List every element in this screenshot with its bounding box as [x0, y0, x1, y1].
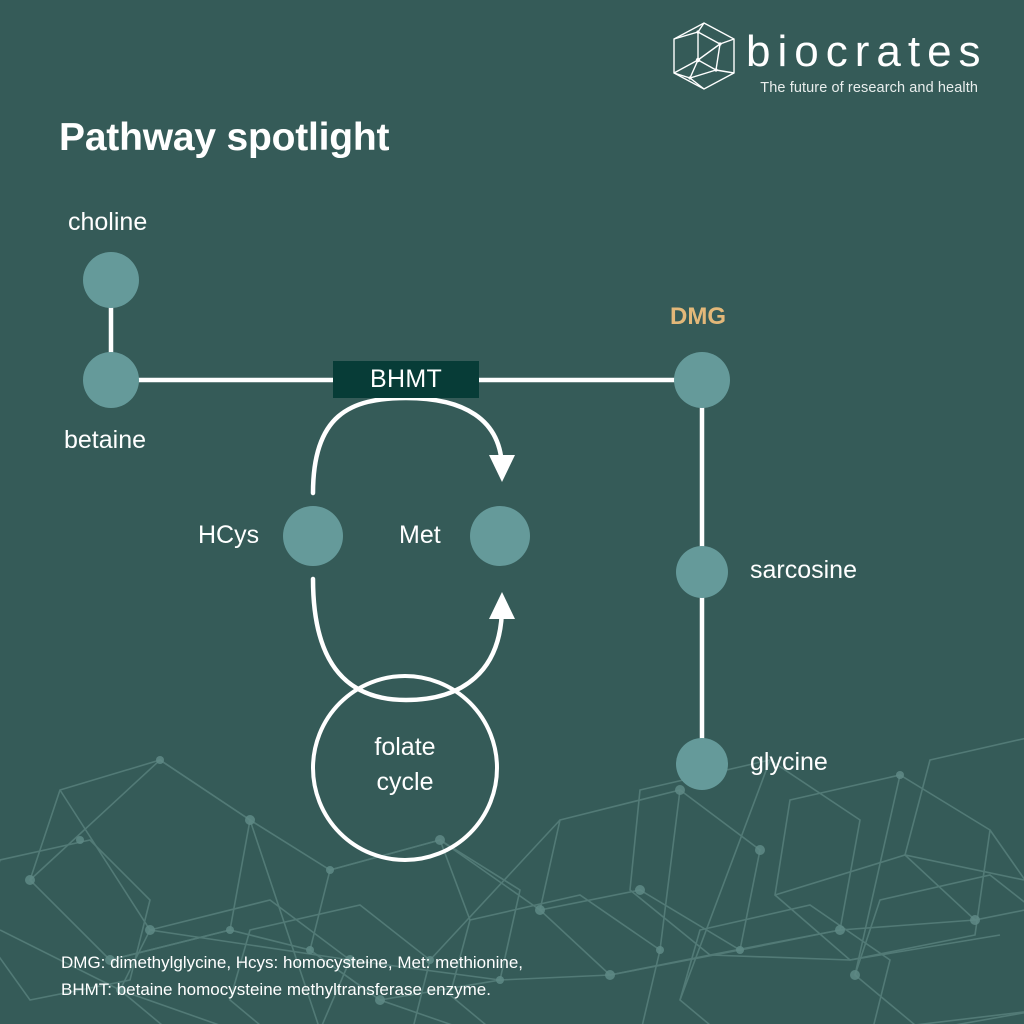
node-label-met: Met	[399, 521, 441, 549]
page-title: Pathway spotlight	[59, 116, 390, 159]
hexagon-molecule-icon	[673, 22, 735, 90]
arrowhead-folate-to-met	[489, 592, 515, 619]
biocrates-logo: biocrates The future of research and hea…	[668, 20, 988, 98]
arrowhead-bhmt-to-met	[489, 455, 515, 482]
arc-hcys-to-met-bhmt	[310, 395, 505, 496]
node-label-glycine: glycine	[750, 748, 828, 776]
footnote-line-2: BHMT: betaine homocysteine methyltransfe…	[61, 980, 491, 999]
node-label-dmg: DMG	[670, 303, 726, 330]
enzyme-label-bhmt: BHMT	[369, 365, 443, 393]
folate-cycle-label: folate cycle	[315, 730, 495, 800]
node-met	[470, 506, 530, 566]
folate-cycle-circle	[311, 674, 499, 862]
node-label-betaine: betaine	[64, 426, 147, 454]
logo-tagline: The future of research and health	[760, 80, 978, 96]
node-dmg	[674, 352, 730, 408]
folate-cycle-label-line2: cycle	[376, 768, 434, 796]
node-sarcosine	[676, 546, 728, 598]
node-label-hcys: HCys	[198, 521, 260, 549]
node-label-choline: choline	[68, 208, 148, 236]
footnote-line-1: DMG: dimethylglycine, Hcys: homocysteine…	[61, 953, 524, 972]
arc-hcys-to-met-folate	[310, 576, 505, 703]
node-hcys	[283, 506, 343, 566]
footnote: DMG: dimethylglycine, Hcys: homocysteine…	[61, 949, 523, 1003]
node-betaine	[83, 352, 139, 408]
logo-wordmark: biocrates	[746, 27, 988, 76]
node-glycine	[676, 738, 728, 790]
enzyme-box-bhmt: BHMT	[333, 361, 479, 398]
folate-cycle-label-line1: folate	[374, 733, 436, 761]
node-label-sarcosine: sarcosine	[750, 556, 857, 584]
node-choline	[83, 252, 139, 308]
